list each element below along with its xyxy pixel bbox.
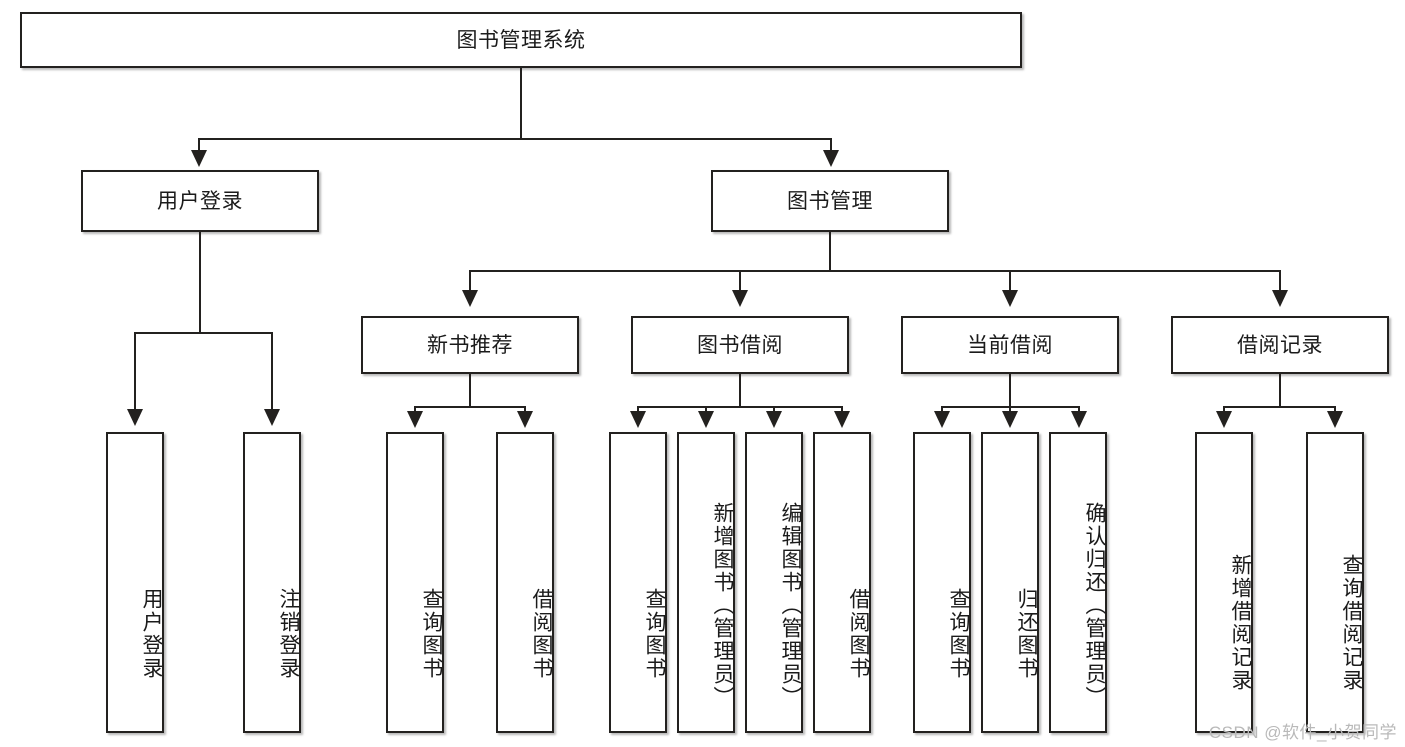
node-user-login[interactable]: 用户登录 <box>81 170 319 232</box>
node-label: 图书借阅 <box>697 333 783 357</box>
node-borrow-record[interactable]: 借阅记录 <box>1171 316 1389 374</box>
arrow-to-new-book-recommend <box>462 290 478 307</box>
node-label: 查询图书 <box>643 588 666 680</box>
leaf-current-borrow-1[interactable]: 归还图书 <box>981 432 1039 733</box>
connector-user-login-drop-1 <box>134 332 136 412</box>
leaf-book-borrow-3[interactable]: 借阅图书 <box>813 432 871 733</box>
connector-book-mgmt-stem <box>829 232 831 271</box>
arrow-borrow-record-leaf-2 <box>1327 411 1343 428</box>
node-label: 查询借阅记录 <box>1340 553 1363 692</box>
arrow-book-borrow-leaf-1 <box>630 411 646 428</box>
leaf-new-book-recommend-1[interactable]: 借阅图书 <box>496 432 554 733</box>
connector-user-login-stem <box>199 232 201 333</box>
leaf-book-borrow-1[interactable]: 新增图书（管理员） <box>677 432 735 733</box>
node-book-borrow[interactable]: 图书借阅 <box>631 316 849 374</box>
leaf-new-book-recommend-0[interactable]: 查询图书 <box>386 432 444 733</box>
leaf-user-login-1[interactable]: 注销登录 <box>243 432 301 733</box>
node-label: 用户登录 <box>157 189 243 213</box>
arrow-root-to-book-mgmt <box>823 150 839 167</box>
connector-book-borrow-drop-4 <box>841 406 843 414</box>
arrow-current-borrow-leaf-1 <box>934 411 950 428</box>
arrow-book-borrow-leaf-4 <box>834 411 850 428</box>
node-label: 查询图书 <box>420 588 443 680</box>
connector-book-borrow-bus <box>637 406 843 408</box>
leaf-borrow-record-0[interactable]: 新增借阅记录 <box>1195 432 1253 733</box>
leaf-current-borrow-2[interactable]: 确认归还（管理员） <box>1049 432 1107 733</box>
connector-user-login-bus <box>134 332 273 334</box>
connector-book-mgmt-bus <box>469 270 1280 272</box>
node-label: 归还图书 <box>1015 588 1038 680</box>
leaf-book-borrow-2[interactable]: 编辑图书（管理员） <box>745 432 803 733</box>
leaf-borrow-record-1[interactable]: 查询借阅记录 <box>1306 432 1364 733</box>
node-label: 借阅图书 <box>530 588 553 680</box>
node-current-borrow[interactable]: 当前借阅 <box>901 316 1119 374</box>
connector-borrow-record-drop-1 <box>1223 406 1225 414</box>
connector-new-book-drop-1 <box>414 406 416 414</box>
connector-user-login-drop-2 <box>271 332 273 412</box>
node-label: 确认归还（管理员） <box>1083 501 1106 709</box>
arrow-current-borrow-leaf-2 <box>1002 411 1018 428</box>
arrow-to-current-borrow <box>1002 290 1018 307</box>
connector-root-to-user-login <box>198 138 200 152</box>
connector-current-borrow-drop-2 <box>1009 406 1011 414</box>
arrow-current-borrow-leaf-3 <box>1071 411 1087 428</box>
connector-book-mgmt-drop-1 <box>469 270 471 292</box>
connector-current-borrow-drop-3 <box>1078 406 1080 414</box>
node-book-management[interactable]: 图书管理 <box>711 170 949 232</box>
connector-book-borrow-stem <box>739 374 741 408</box>
node-label: 新增图书（管理员） <box>711 501 734 709</box>
node-label: 查询图书 <box>947 588 970 680</box>
arrow-user-login-leaf-1 <box>127 409 143 426</box>
connector-book-mgmt-drop-4 <box>1279 270 1281 292</box>
connector-borrow-record-drop-2 <box>1334 406 1336 414</box>
node-label: 借阅记录 <box>1237 333 1323 357</box>
arrow-to-book-borrow <box>732 290 748 307</box>
connector-new-book-drop-2 <box>524 406 526 414</box>
leaf-current-borrow-0[interactable]: 查询图书 <box>913 432 971 733</box>
connector-book-mgmt-drop-2 <box>739 270 741 292</box>
connector-book-borrow-drop-1 <box>637 406 639 414</box>
connector-borrow-record-stem <box>1279 374 1281 408</box>
node-label: 编辑图书（管理员） <box>779 501 802 709</box>
arrow-user-login-leaf-2 <box>264 409 280 426</box>
connector-book-mgmt-drop-3 <box>1009 270 1011 292</box>
connector-current-borrow-drop-1 <box>941 406 943 414</box>
arrow-to-borrow-record <box>1272 290 1288 307</box>
arrow-book-borrow-leaf-3 <box>766 411 782 428</box>
connector-root-stem <box>520 68 522 139</box>
node-label: 用户登录 <box>140 588 163 680</box>
node-label: 图书管理 <box>787 189 873 213</box>
leaf-book-borrow-0[interactable]: 查询图书 <box>609 432 667 733</box>
arrow-new-book-leaf-2 <box>517 411 533 428</box>
node-label: 新增借阅记录 <box>1229 553 1252 692</box>
connector-book-borrow-drop-3 <box>773 406 775 414</box>
connector-new-book-bus <box>414 406 526 408</box>
leaf-user-login-0[interactable]: 用户登录 <box>106 432 164 733</box>
node-label: 图书管理系统 <box>456 28 586 52</box>
connector-borrow-record-bus <box>1223 406 1336 408</box>
arrow-new-book-leaf-1 <box>407 411 423 428</box>
node-label: 注销登录 <box>277 588 300 680</box>
connector-root-bus <box>198 138 832 140</box>
arrow-book-borrow-leaf-2 <box>698 411 714 428</box>
node-label: 借阅图书 <box>847 588 870 680</box>
node-label: 新书推荐 <box>427 333 513 357</box>
arrow-borrow-record-leaf-1 <box>1216 411 1232 428</box>
arrow-root-to-user-login <box>191 150 207 167</box>
connector-book-borrow-drop-2 <box>705 406 707 414</box>
connector-current-borrow-stem <box>1009 374 1011 408</box>
node-label: 当前借阅 <box>967 333 1053 357</box>
connector-new-book-stem <box>469 374 471 408</box>
node-new-book-recommend[interactable]: 新书推荐 <box>361 316 579 374</box>
node-root-system[interactable]: 图书管理系统 <box>20 12 1022 68</box>
connector-root-to-book-mgmt <box>830 138 832 152</box>
